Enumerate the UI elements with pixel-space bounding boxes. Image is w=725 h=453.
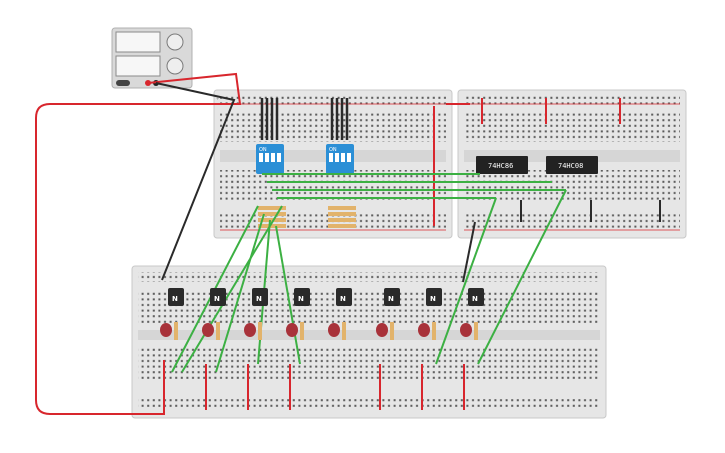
breadboard-top-right: [457, 89, 687, 239]
svg-text:N: N: [214, 295, 220, 303]
transistor-row: N N N N N N N N: [168, 288, 484, 306]
led-row: [160, 323, 472, 337]
transistor-q8: N: [468, 288, 484, 306]
ground-link-black[interactable]: [462, 221, 476, 283]
power-switch[interactable]: [116, 80, 130, 86]
breadboard-bottom: [131, 265, 607, 419]
bottom-red-jumpers: [163, 364, 465, 410]
svg-text:N: N: [340, 295, 346, 303]
ic-74hc08[interactable]: 74HC08: [546, 156, 598, 174]
dip-switch-b[interactable]: ON: [326, 144, 354, 174]
svg-text:ON: ON: [259, 147, 267, 153]
power-wire-red[interactable]: [35, 72, 242, 415]
transistor-q3: N: [252, 288, 268, 306]
svg-text:N: N: [388, 295, 394, 303]
dip-switch-a[interactable]: ON: [256, 144, 284, 174]
ground-wire-black[interactable]: [155, 82, 236, 281]
transistor-q4: N: [294, 288, 310, 306]
transistor-q6: N: [384, 288, 400, 306]
ic-74hc86[interactable]: 74HC86: [476, 156, 528, 174]
resistor-bank-a: [258, 206, 286, 228]
svg-text:N: N: [172, 295, 178, 303]
svg-text:N: N: [256, 295, 262, 303]
led-resistor-row: [174, 322, 478, 340]
transistor-q2: N: [210, 288, 226, 306]
transistor-q7: N: [426, 288, 442, 306]
transistor-q1: N: [168, 288, 184, 306]
resistor-bank-b: [328, 206, 356, 228]
svg-text:74HC08: 74HC08: [558, 162, 583, 170]
power-supply[interactable]: [111, 27, 193, 89]
svg-text:ON: ON: [329, 147, 337, 153]
svg-text:+: +: [216, 96, 219, 101]
svg-text:N: N: [472, 295, 478, 303]
svg-text:N: N: [430, 295, 436, 303]
transistor-q5: N: [336, 288, 352, 306]
svg-text:74HC86: 74HC86: [488, 162, 513, 170]
svg-text:N: N: [298, 295, 304, 303]
